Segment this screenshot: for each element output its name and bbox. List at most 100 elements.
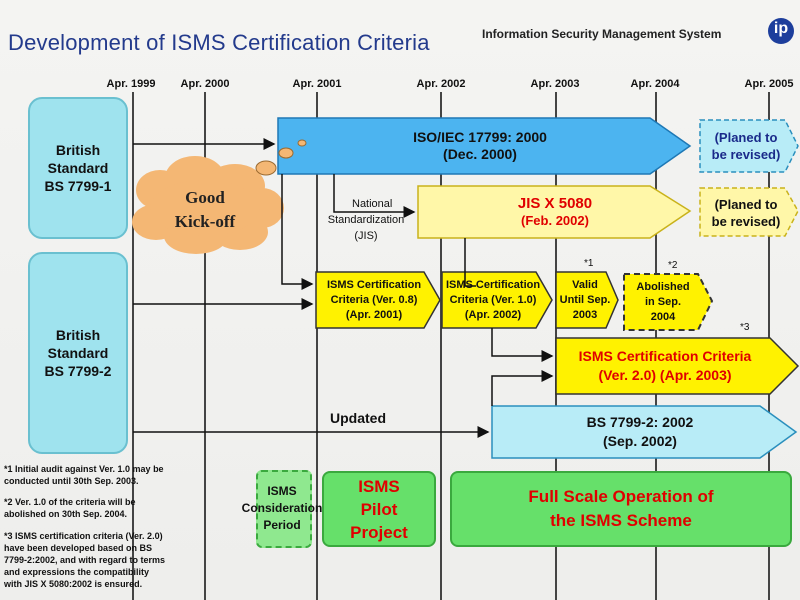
mark-2: *2 — [668, 260, 678, 271]
bs2002-arrow — [491, 405, 798, 459]
iso-label: ISO/IEC 17799: 2000(Dec. 2000) — [290, 120, 670, 172]
national-line: National — [352, 198, 393, 210]
footnote-3: *3 ISMS certification criteria (Ver. 2.0… — [4, 530, 222, 590]
planed-arrow-1 — [699, 119, 799, 173]
bs2002-line: (Sep. 2002) — [603, 433, 677, 449]
kickoff-line: Good — [185, 188, 225, 207]
year-2004: Apr. 2004 — [630, 78, 680, 90]
v10-line: (Apr. 2002) — [464, 308, 522, 321]
timeline-line — [316, 92, 318, 600]
arrow-iso-jis — [333, 174, 416, 218]
logo-icon — [768, 18, 794, 44]
kickoff-cloud — [132, 139, 307, 254]
bs2-line: British — [55, 327, 101, 343]
jis-title: JIS X 5080 — [517, 195, 593, 212]
footnote-line: conducted until 30th Sep. 2003. — [4, 476, 139, 486]
valid-line: Until Sep. — [559, 293, 611, 306]
footnote-line: 7799-2:2002, and with regard to terms — [4, 555, 166, 565]
jis-arrow — [417, 185, 692, 239]
v20-line: ISMS Certification Criteria — [578, 348, 752, 364]
abolished-line: in Sep. — [644, 295, 682, 308]
bs1-line: Standard — [47, 160, 109, 176]
timeline-line — [204, 92, 206, 600]
iso-arrow — [277, 117, 692, 175]
v20-label: ISMS Certification Criteria (Ver. 2.0) (A… — [560, 340, 770, 392]
national-line: (JIS) — [354, 230, 378, 242]
valid-arrow — [555, 271, 619, 329]
v20-arrow — [555, 337, 800, 395]
kickoff-line: Kick-off — [174, 212, 236, 231]
v08-arrow — [315, 271, 441, 329]
full-line: the ISMS Scheme — [550, 511, 692, 530]
v20-line: (Ver. 2.0) (Apr. 2003) — [598, 367, 732, 383]
updated-label: Updated — [330, 410, 386, 426]
footnote-line: and expressions the compatibility — [4, 567, 150, 577]
v08-line: Criteria (Ver. 0.8) — [330, 293, 418, 306]
page-subtitle: Information Security Management System — [482, 27, 722, 41]
consideration-box — [256, 470, 312, 548]
v10-line: ISMS Certification — [445, 278, 541, 291]
abolished-line: 2004 — [650, 310, 676, 323]
planed-label-1: (Planed to be revised) — [700, 122, 792, 170]
consideration-line: Period — [263, 517, 301, 532]
planed-label-2: (Planed to be revised) — [700, 190, 792, 236]
mark-1: *1 — [584, 258, 594, 269]
abolished-arrow — [623, 273, 714, 331]
footnote-line: *3 ISMS certification criteria (Ver. 2.0… — [4, 531, 163, 541]
arrow-bs2002-v20 — [491, 370, 554, 406]
planed-arrow-2 — [699, 187, 799, 237]
iso-date: (Dec. 2000) — [443, 146, 517, 162]
footnote-line: *1 Initial audit against Ver. 1.0 may be — [4, 464, 164, 474]
v08-line: ISMS Certification — [326, 278, 422, 291]
consideration-line: Consideration — [241, 500, 323, 515]
abolished-line: Abolished — [636, 280, 690, 293]
v10-line: Criteria (Ver. 1.0) — [449, 293, 537, 306]
year-2001: Apr. 2001 — [292, 78, 342, 90]
logo-text: ip — [773, 20, 789, 37]
jis-date: (Feb. 2002) — [521, 213, 589, 228]
bs1-line: British — [55, 142, 101, 158]
arrow-v10-v20 — [491, 328, 554, 362]
v08-line: (Apr. 2001) — [345, 308, 403, 321]
bs1-line: BS 7799-1 — [44, 178, 112, 194]
year-2005: Apr. 2005 — [744, 78, 794, 90]
pilot-line: Project — [350, 522, 408, 542]
year-1999: Apr. 1999 — [106, 78, 156, 90]
planed2-line: be revised) — [711, 214, 781, 229]
year-2003: Apr. 2003 — [530, 78, 580, 90]
bs-7799-1-box: British Standard BS 7799-1 — [28, 97, 128, 239]
planed1-line: be revised) — [711, 147, 781, 162]
footnote-2: *2 Ver. 1.0 of the criteria will be abol… — [4, 496, 216, 520]
arrow-jis-v10 — [464, 238, 476, 287]
iso-title: ISO/IEC 17799: 2000 — [413, 129, 547, 145]
bs2002-label: BS 7799-2: 2002 (Sep. 2002) — [520, 408, 760, 456]
bs2-line: BS 7799-2 — [44, 363, 112, 379]
planed1-line: (Planed to — [714, 130, 778, 145]
pilot-line: Pilot — [360, 499, 398, 519]
bs2-line: Standard — [47, 345, 109, 361]
jis-label: JIS X 5080(Feb. 2002) — [430, 188, 680, 236]
national-label: National Standardization (JIS) — [314, 196, 418, 244]
mark-3: *3 — [740, 322, 750, 333]
planed2-line: (Planed to — [714, 197, 778, 212]
footnote-line: have been developed based on BS — [4, 543, 153, 553]
kickoff-text: Good Kick-off — [140, 186, 270, 234]
timeline-line — [132, 92, 134, 600]
bs-7799-2-box: British Standard BS 7799-2 — [28, 252, 128, 454]
year-2000: Apr. 2000 — [180, 78, 230, 90]
year-2002: Apr. 2002 — [416, 78, 466, 90]
footnote-line: abolished on 30th Sep. 2004. — [4, 509, 128, 519]
page-title: Development of ISMS Certification Criter… — [8, 30, 430, 55]
footnote-line: *2 Ver. 1.0 of the criteria will be — [4, 497, 136, 507]
bs2002-line: BS 7799-2: 2002 — [586, 414, 694, 430]
footnote-1: *1 Initial audit against Ver. 1.0 may be… — [4, 463, 216, 487]
consideration-line: ISMS — [267, 483, 297, 498]
timeline-line — [440, 92, 442, 600]
